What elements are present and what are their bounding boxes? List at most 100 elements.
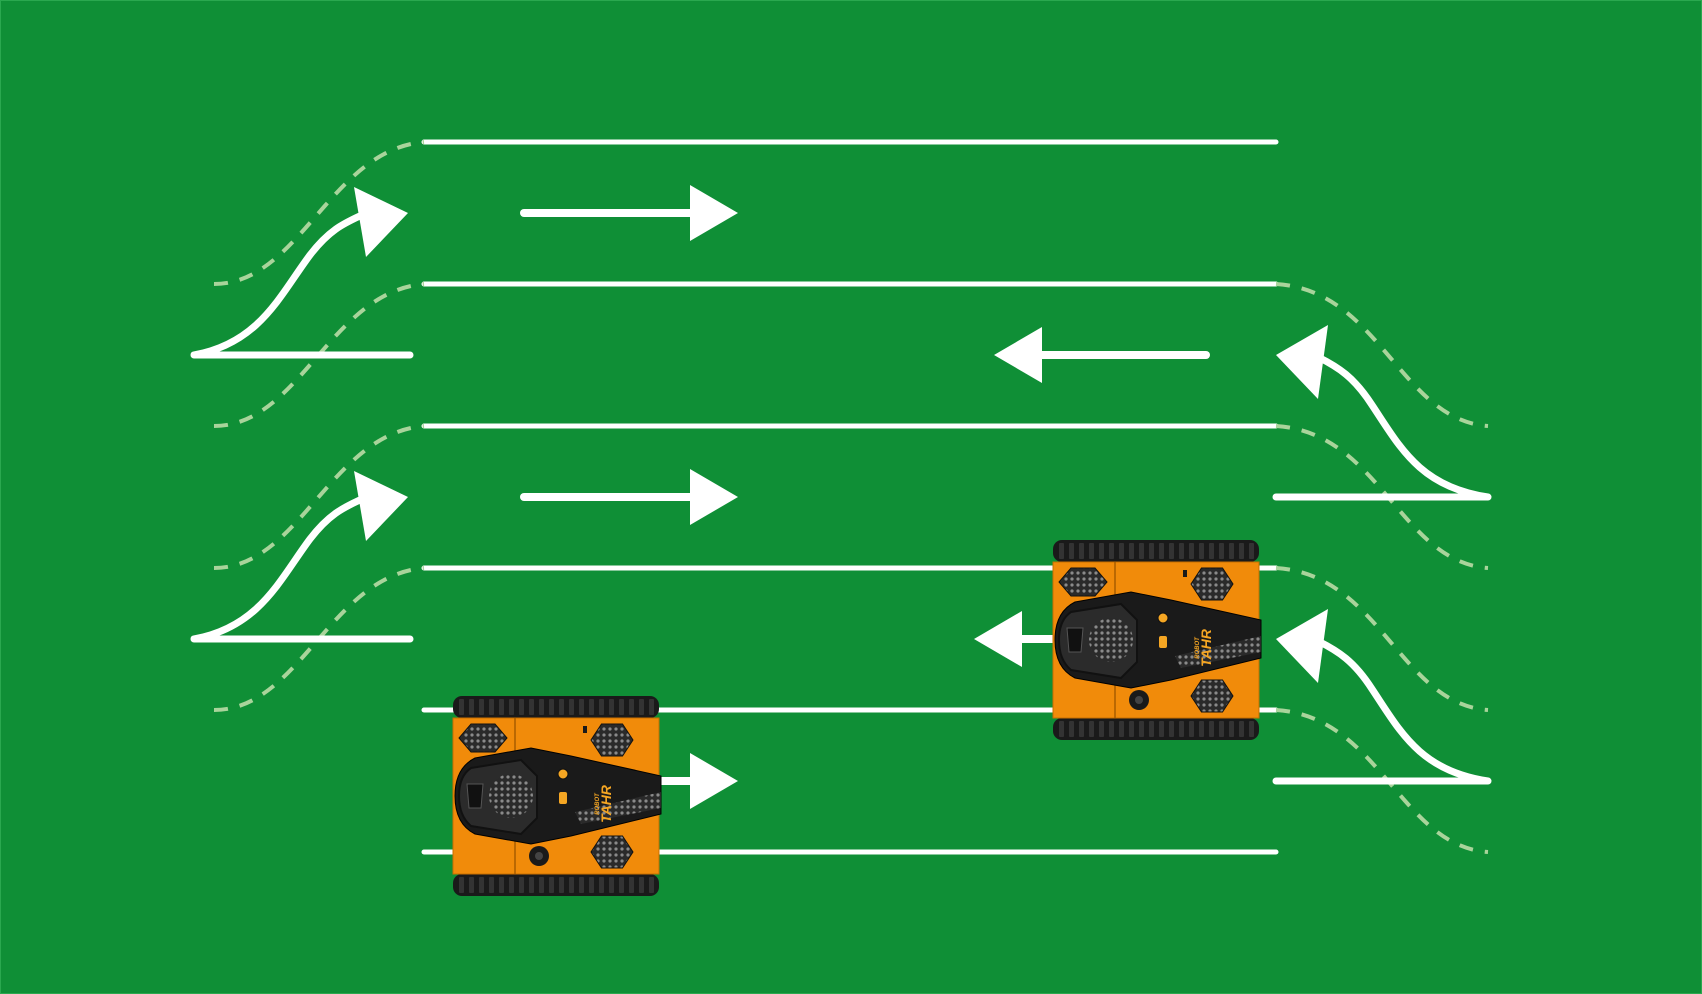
track-tread: [1229, 543, 1234, 559]
track-tread: [579, 699, 584, 715]
track-tread: [649, 877, 654, 893]
vent-bottom-right: [1190, 679, 1234, 713]
vent-top-left: [1058, 567, 1108, 597]
track-tread: [1109, 721, 1114, 737]
track-tread: [1209, 721, 1214, 737]
track-tread: [1129, 543, 1134, 559]
track-tread: [459, 699, 464, 715]
arrow-head: [974, 611, 1022, 667]
track-tread: [559, 877, 564, 893]
track-tread: [1059, 543, 1064, 559]
vent-top-right: [590, 723, 634, 757]
track-tread: [1219, 543, 1224, 559]
cover-grille: [1175, 636, 1261, 668]
track-tread: [1139, 543, 1144, 559]
turn-arrow-path: [190, 495, 414, 643]
track-tread: [619, 877, 624, 893]
track-tread: [529, 699, 534, 715]
cover-slot: [1066, 627, 1084, 653]
track-band: [453, 696, 659, 718]
track-tread: [1189, 721, 1194, 737]
track-tread: [549, 699, 554, 715]
track-tread: [519, 699, 524, 715]
track-tread: [1149, 721, 1154, 737]
lane-lines: [421, 139, 1279, 855]
robot-brand-sub: ROBOT: [595, 792, 601, 815]
cover-slot: [466, 783, 484, 809]
turn-arrow-left: [190, 471, 414, 643]
track-tread: [1199, 543, 1204, 559]
arrow-head: [994, 327, 1042, 383]
turn-arrow-right: [1272, 325, 1492, 501]
arrow-head: [690, 469, 738, 525]
dashed-path: [1275, 566, 1489, 712]
track-tread: [1179, 543, 1184, 559]
direction-arrow: [520, 469, 738, 525]
track-tread: [1159, 543, 1164, 559]
track-tread: [639, 699, 644, 715]
track-tread: [1099, 543, 1104, 559]
track-tread: [1169, 721, 1174, 737]
turn-arrow-head: [354, 187, 408, 257]
robot-track-bottom: [1053, 718, 1259, 740]
direction-arrow: [994, 327, 1210, 383]
track-tread: [1139, 721, 1144, 737]
track-band: [453, 874, 659, 896]
speaker-grille: [1089, 618, 1133, 662]
track-tread: [1179, 721, 1184, 737]
track-tread: [649, 699, 654, 715]
track-tread: [619, 699, 624, 715]
track-tread: [1079, 721, 1084, 737]
turn-arrow-path: [1272, 637, 1492, 785]
track-tread: [1089, 721, 1094, 737]
track-tread: [1089, 543, 1094, 559]
dashed-path: [213, 282, 425, 428]
track-tread: [549, 877, 554, 893]
track-tread: [529, 877, 534, 893]
turn-arrow-head: [354, 471, 408, 541]
robot-track-top: [453, 696, 659, 718]
track-tread: [1119, 721, 1124, 737]
indicator-light: [557, 768, 569, 780]
track-tread: [1169, 543, 1174, 559]
vent-top-right: [1190, 567, 1234, 601]
track-tread: [509, 877, 514, 893]
track-tread: [539, 699, 544, 715]
status-led: [1159, 636, 1167, 648]
turn-arrow-path: [190, 211, 414, 359]
track-tread: [569, 877, 574, 893]
track-tread: [1249, 543, 1254, 559]
dashed-path: [213, 566, 425, 712]
track-tread: [1189, 543, 1194, 559]
track-tread: [499, 877, 504, 893]
track-tread: [1199, 721, 1204, 737]
track-tread: [1119, 543, 1124, 559]
track-tread: [629, 699, 634, 715]
track-tread: [1239, 721, 1244, 737]
track-tread: [629, 877, 634, 893]
track-tread: [1239, 543, 1244, 559]
track-tread: [1209, 543, 1214, 559]
dashed-path: [1275, 282, 1489, 428]
robot-brand-label: TAHR: [1198, 628, 1214, 667]
track-tread: [459, 877, 464, 893]
track-tread: [1059, 721, 1064, 737]
track-tread: [579, 877, 584, 893]
track-tread: [469, 877, 474, 893]
small-port: [1183, 570, 1187, 577]
speaker-grille: [489, 774, 533, 818]
robot-track-bottom: [453, 874, 659, 896]
track-tread: [1219, 721, 1224, 737]
track-tread: [1099, 721, 1104, 737]
vent-bottom-right: [590, 835, 634, 869]
button-core: [535, 852, 543, 860]
track-tread: [609, 877, 614, 893]
track-tread: [469, 699, 474, 715]
track-tread: [539, 877, 544, 893]
turn-arrow-path: [1272, 353, 1492, 501]
vent-top-left: [458, 723, 508, 753]
